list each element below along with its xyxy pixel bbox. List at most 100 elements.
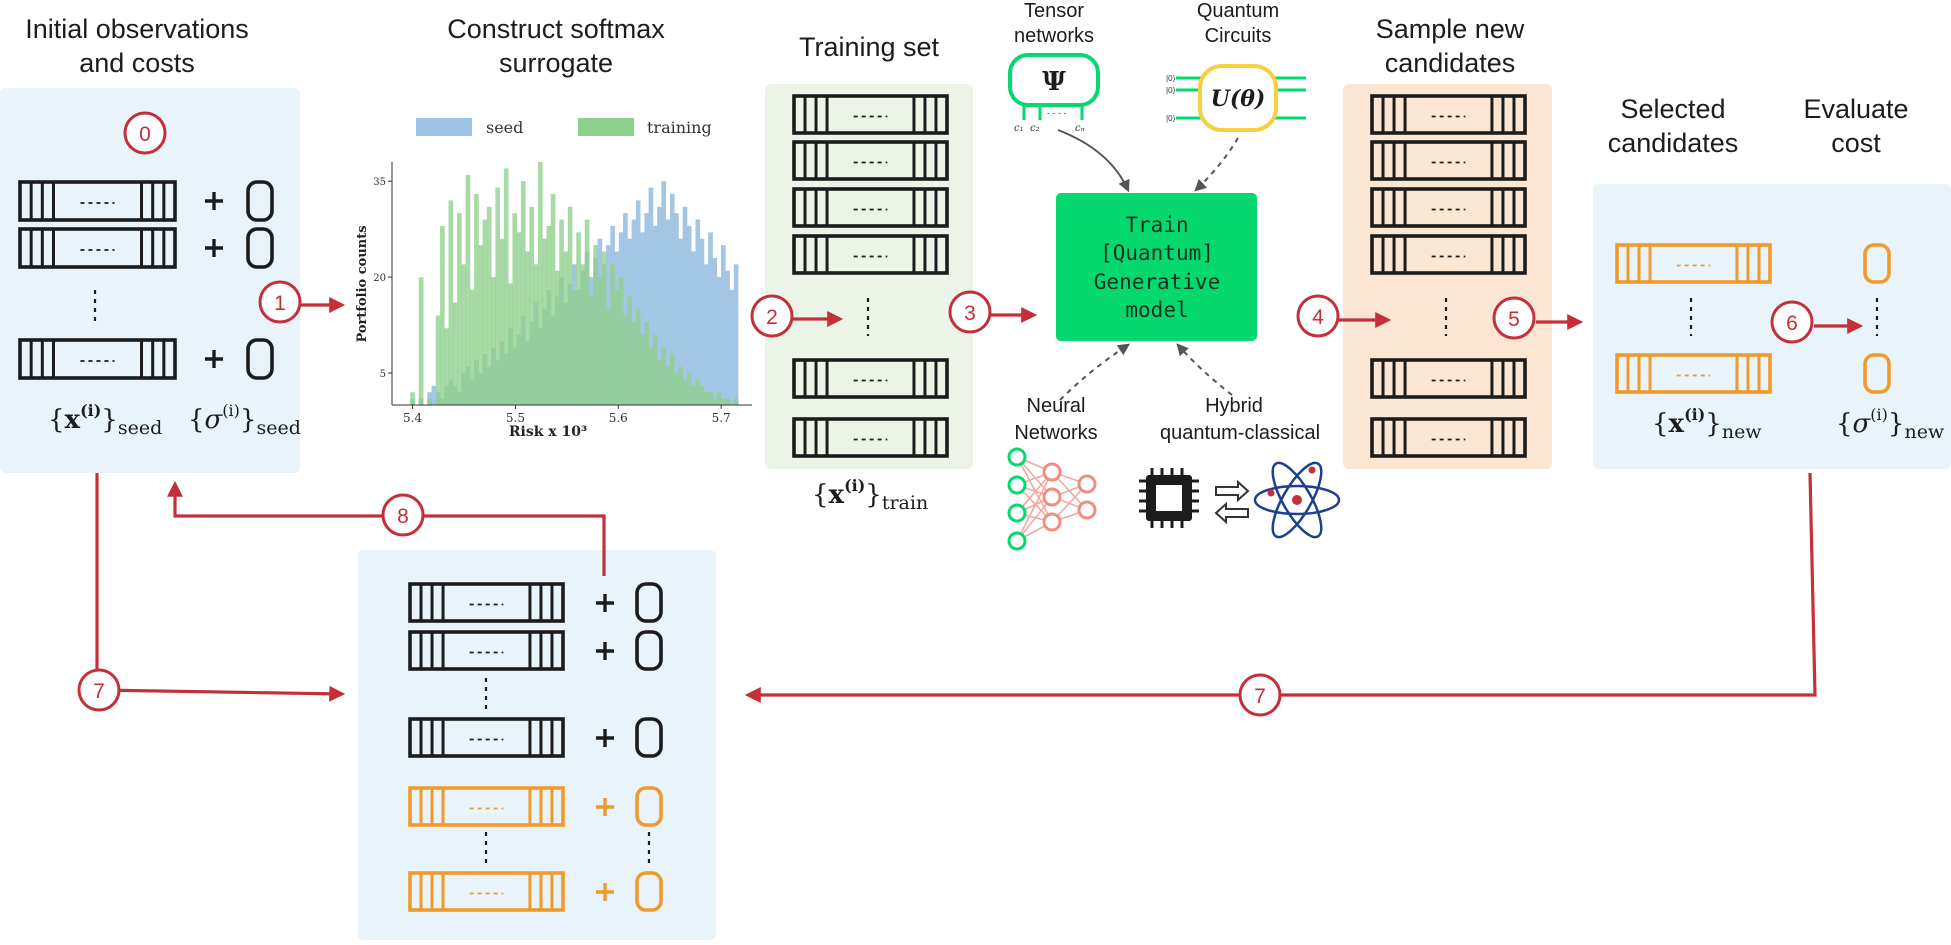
histogram-bar-training [606,309,611,405]
nn-output-node [1077,500,1097,520]
svg-text:7: 7 [1254,685,1266,708]
train-generative-model-box [1056,193,1257,341]
histogram-bar-training [465,174,471,405]
histogram-bar-seed [691,251,696,405]
x-new-subscript: new [1722,421,1762,443]
sampled-bitstring [1370,187,1527,228]
histogram-bar-training [623,315,628,405]
histogram-bar-training [712,398,718,405]
x-seed-label: {x(i)}seed [48,401,162,439]
svg-text:0: 0 [139,123,151,146]
histogram-bar-training [563,251,569,405]
histogram-bar-training [452,302,458,405]
step-badge-8: 8 [381,493,425,537]
histogram-bar-training [720,398,726,405]
histogram-bar-training [657,360,662,405]
neural-label-line2: Networks [1014,422,1097,444]
tensor-leg-ellipsis: - - - - [1047,108,1067,118]
histogram-bar-training [708,392,713,405]
histogram-bar-training [614,289,620,405]
seed-bitstring [408,582,565,623]
hybrid-group: Hybrid quantum-classical [1139,395,1341,539]
seed-bitstring [408,630,565,671]
histogram-bar-training [444,328,449,405]
histogram-bar-training [503,168,509,405]
histogram-bar-training [482,219,488,405]
histogram-bar-training [418,277,424,405]
step-badge-1: 1 [258,280,302,324]
plus-sign [205,239,223,257]
histogram-bar-training [725,398,730,405]
legend-training-swatch [578,118,634,136]
histogram-bar-training [648,347,654,405]
histogram-bar-training [486,206,492,405]
nn-hidden-node [1042,487,1062,507]
histogram-bar-training [597,277,603,405]
histogram-bar-training [499,238,505,405]
histogram-bar-seed [720,245,726,405]
histogram-bar-training [716,392,722,405]
sigma-new-label: {σ(i)}new [1836,405,1945,443]
training-bitstring [792,187,949,228]
plus-sign [596,883,614,901]
histogram-bar-training [682,379,688,405]
histogram-bar-seed [623,213,628,405]
seed-bitstring [18,180,177,222]
histogram-bar-training [495,187,501,405]
new-cost [1863,243,1891,284]
histogram-bar-training [533,264,539,405]
seed-bitstring [18,338,177,380]
initial-title-line1: Initial observations [25,14,249,44]
histogram-bar-seed [686,225,692,405]
neural-label-line1: Neural [1027,395,1086,417]
histogram-bar-training [669,353,675,405]
dataset-panel [358,550,716,940]
new-bitstring [408,786,565,827]
step-badge-7-left: 7 [77,668,121,712]
plus-sign [596,729,614,747]
step-badge-2: 2 [750,294,794,338]
sigma-seed-subscript: seed [256,417,300,439]
neural-networks-group: Neural Networks [1007,395,1098,551]
histogram-bar-seed [648,187,654,405]
histogram-bar-seed [644,213,650,405]
histogram-bar-training [640,334,645,405]
histogram-bar-training [635,309,641,405]
histogram-bar-training [542,238,547,405]
seed-cost [635,630,663,671]
histogram-bar-training [567,206,573,405]
legend-training-label: training [647,118,712,137]
sample-title-line1: Sample new [1376,14,1525,44]
histogram-bar-training [618,277,624,405]
neural-to-train-arrow [1059,343,1131,401]
arrow-step-7-left [95,473,346,702]
histogram-bar-training [631,321,637,405]
histogram-bar-training [576,232,581,405]
svg-text:4: 4 [1312,306,1324,329]
train-box-line3: Generative [1094,270,1220,294]
quantum-label-line1: Quantum [1197,0,1279,22]
sample-title-line2: candidates [1385,48,1516,78]
histogram-bar-training [652,334,658,405]
histogram-bar-seed [652,225,658,405]
histogram-bar-seed [708,232,713,405]
histogram-bar-seed [682,206,688,405]
plus-sign [596,798,614,816]
histogram-bar-training [491,277,496,405]
nn-output-node [1077,474,1097,494]
tensor-to-train-arrow [1057,129,1130,193]
histogram-bar-training [546,225,552,405]
plus-sign [205,350,223,368]
nn-input-node [1007,475,1027,495]
histogram-bar-training [589,296,594,405]
histogram-bar-seed [716,277,722,405]
histogram-bar-training [584,219,590,405]
training-bitstring [792,358,949,399]
histogram-bar-training [537,162,543,405]
bitstrings-layer [18,94,1891,912]
new-cost [1863,353,1891,394]
histogram-bar-training [661,347,667,405]
histogram-bar-training [440,225,445,405]
